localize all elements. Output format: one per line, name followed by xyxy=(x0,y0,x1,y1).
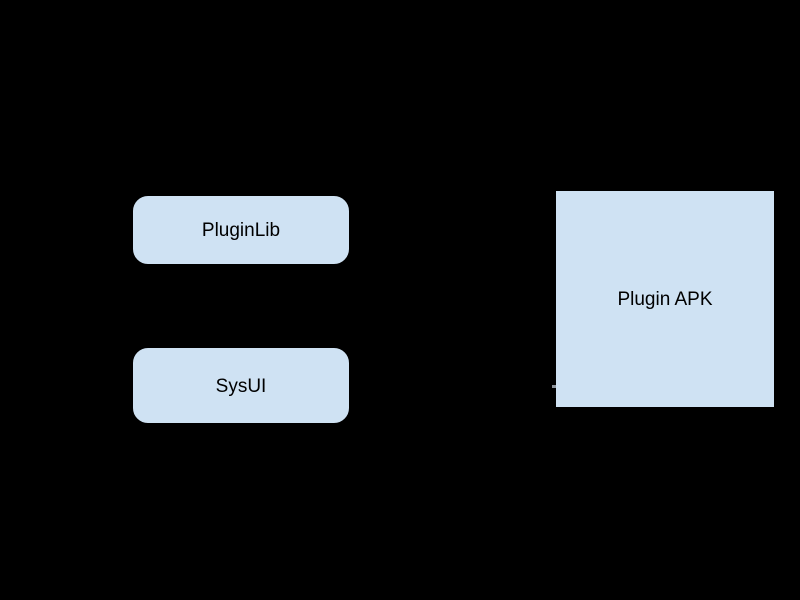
connector-arrowhead-artifact xyxy=(552,385,556,388)
node-pluginlib: PluginLib xyxy=(132,195,350,265)
node-plugin-apk: Plugin APK xyxy=(555,190,775,408)
node-sysui: SysUI xyxy=(132,347,350,424)
node-pluginlib-label: PluginLib xyxy=(201,220,281,242)
node-sysui-label: SysUI xyxy=(215,375,267,397)
node-plugin-apk-label: Plugin APK xyxy=(617,289,713,311)
